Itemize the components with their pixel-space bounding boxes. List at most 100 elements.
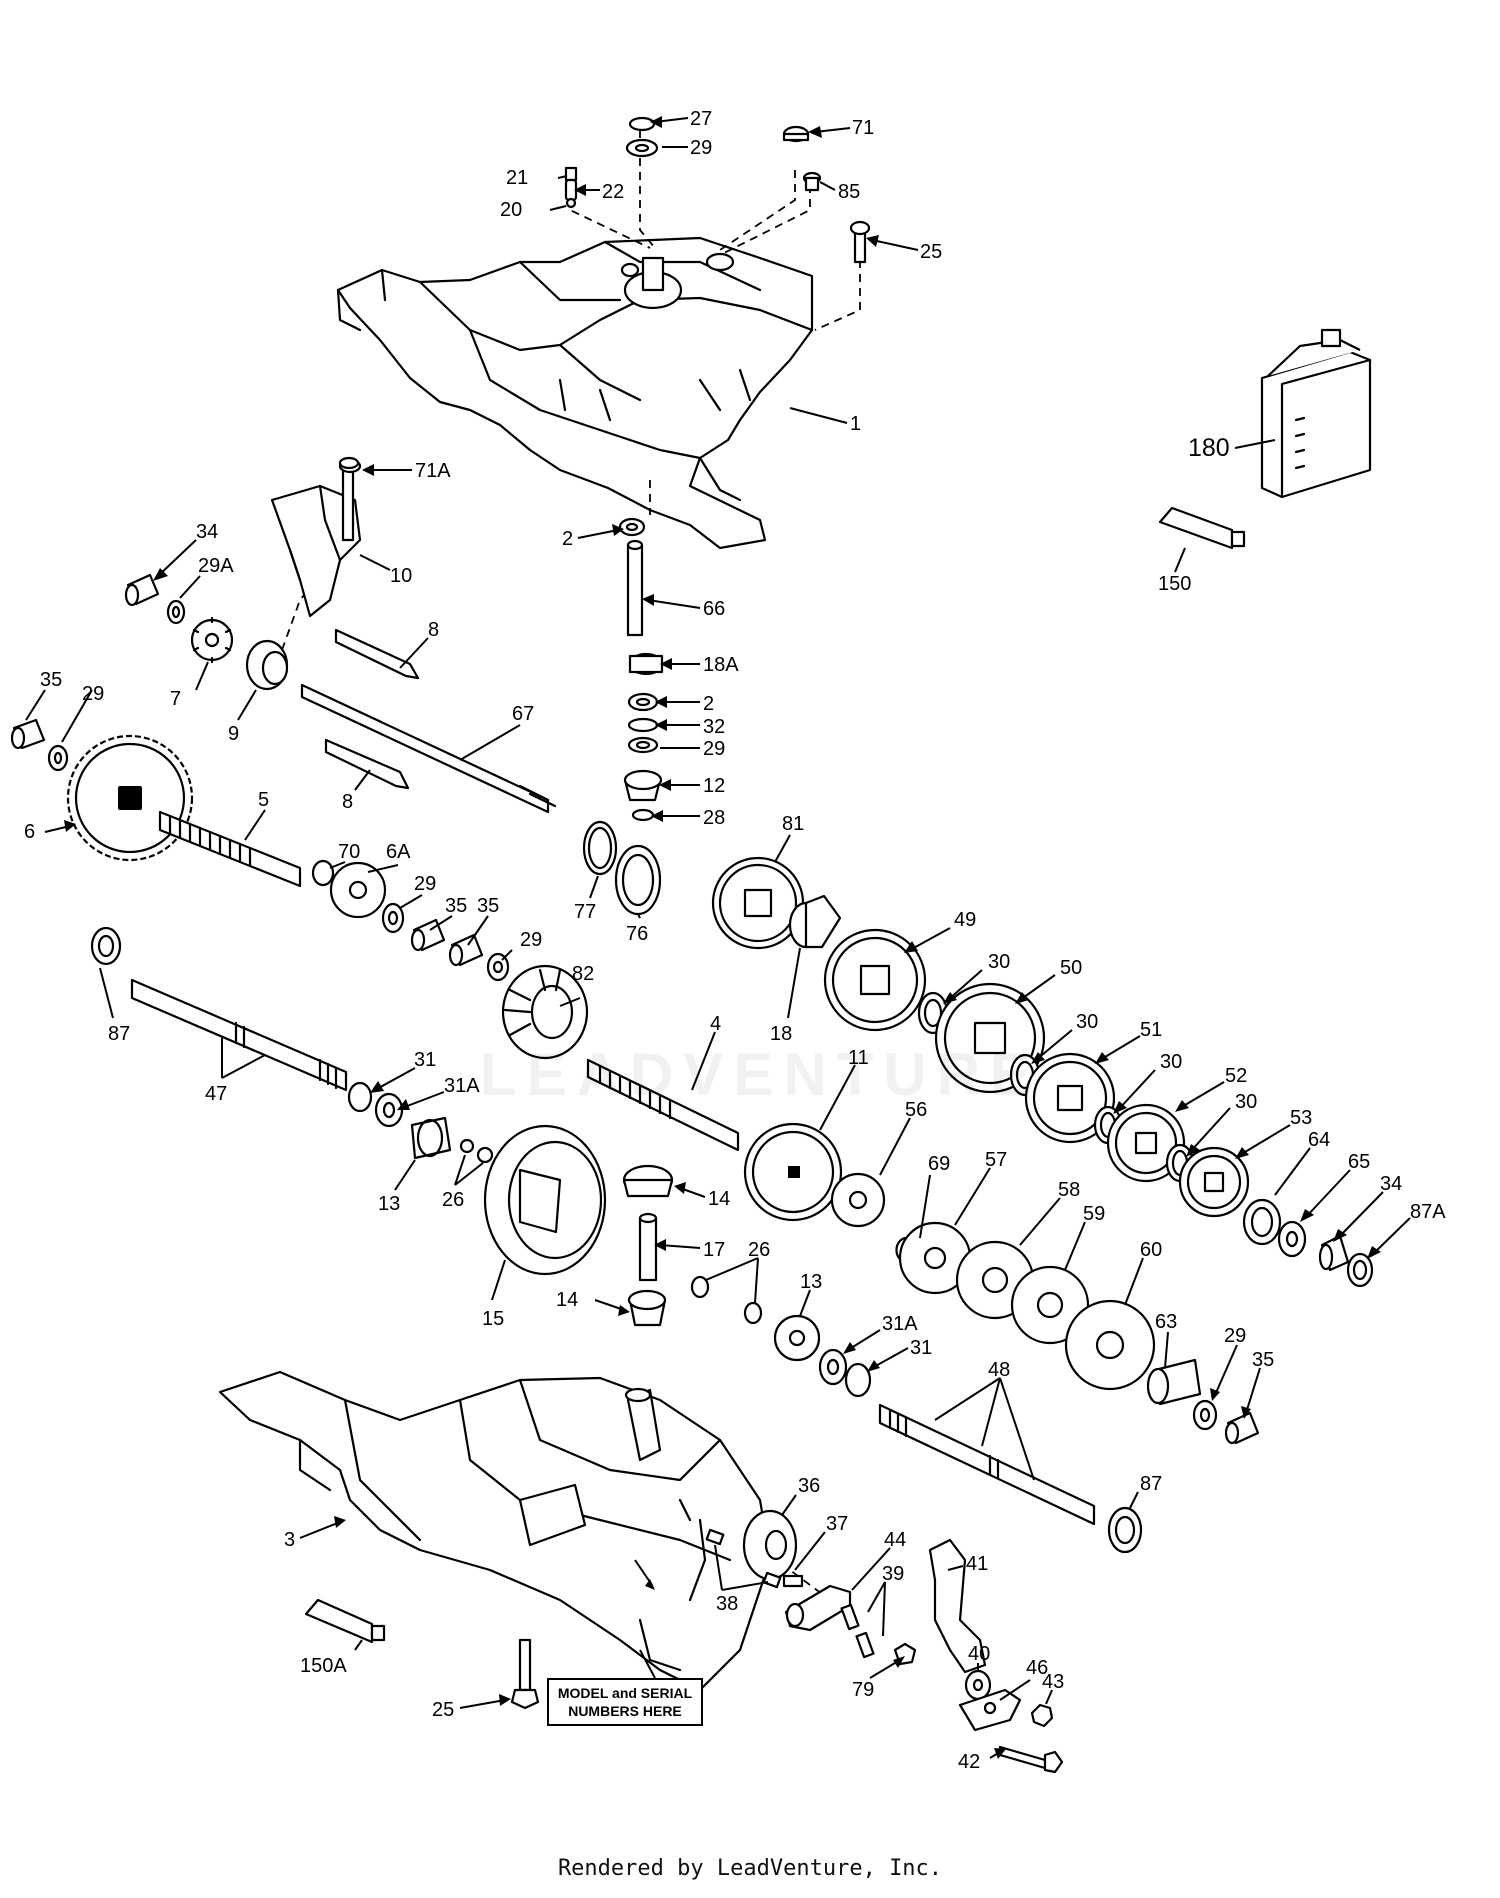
callout-9: 9 xyxy=(228,723,239,745)
callout-18: 18 xyxy=(770,1023,792,1045)
washer-65 xyxy=(1277,1220,1307,1258)
model-note-line1: MODEL and SERIAL xyxy=(557,1685,693,1701)
callout-49: 49 xyxy=(954,909,976,931)
callout-28: 28 xyxy=(703,807,725,829)
callout-2: 2 xyxy=(703,693,714,715)
callout-3: 3 xyxy=(284,1529,295,1551)
gear-11 xyxy=(743,1122,843,1222)
callout-30: 30 xyxy=(1235,1091,1257,1113)
callout-26: 26 xyxy=(748,1239,770,1261)
callout-87: 87 xyxy=(1140,1473,1162,1495)
callout-81: 81 xyxy=(782,813,804,835)
gear-6 xyxy=(66,734,194,862)
gear-6a xyxy=(329,861,387,919)
pinion-14-top xyxy=(622,1164,674,1198)
key-38 xyxy=(705,1528,782,1589)
callout-43: 43 xyxy=(1042,1671,1064,1693)
callout-35: 35 xyxy=(40,669,62,691)
washer-32 xyxy=(627,717,659,733)
bushing-34-right xyxy=(1318,1234,1350,1272)
callout-26: 26 xyxy=(442,1189,464,1211)
callout-52: 52 xyxy=(1225,1065,1247,1087)
callout-64: 64 xyxy=(1308,1129,1330,1151)
callout-82: 82 xyxy=(572,963,594,985)
bevel-gear-82 xyxy=(501,964,589,1060)
shift-collar-36 xyxy=(742,1509,798,1581)
callout-13: 13 xyxy=(800,1271,822,1293)
bushing-35-a xyxy=(410,918,446,952)
callout-12: 12 xyxy=(703,775,725,797)
callout-50: 50 xyxy=(1060,957,1082,979)
callout-17: 17 xyxy=(703,1239,725,1261)
model-note-line2: NUMBERS HERE xyxy=(568,1703,682,1719)
bevel-gear-13-mid xyxy=(773,1314,821,1362)
callout-29: 29 xyxy=(520,929,542,951)
oil-seal-87-bot xyxy=(1107,1506,1143,1554)
pin-26-left xyxy=(459,1138,494,1164)
callout-77: 77 xyxy=(574,901,596,923)
collar-9 xyxy=(245,639,289,691)
callout-31: 31 xyxy=(414,1049,436,1071)
callout-29: 29 xyxy=(414,873,436,895)
leadventure-watermark: LEADVENTURE xyxy=(480,1041,1041,1108)
gear-49 xyxy=(823,928,927,1032)
callout-76: 76 xyxy=(626,923,648,945)
callout-29: 29 xyxy=(703,738,725,760)
callout-56: 56 xyxy=(905,1099,927,1121)
washer-31-bot xyxy=(844,1362,872,1398)
callout-71: 71 xyxy=(852,117,874,139)
callout-39: 39 xyxy=(882,1563,904,1585)
washer-29a xyxy=(166,599,186,625)
washer-28 xyxy=(631,808,655,822)
callout-30: 30 xyxy=(1160,1051,1182,1073)
bolt-25-bot xyxy=(510,1638,540,1710)
bevel-pinion-12 xyxy=(623,769,663,802)
callout-51: 51 xyxy=(1140,1019,1162,1041)
callout-25: 25 xyxy=(432,1699,454,1721)
callout-46: 46 xyxy=(1026,1657,1048,1679)
sealant-tube-top xyxy=(1158,506,1246,550)
axle-47 xyxy=(130,978,348,1092)
callout-87a: 87A xyxy=(1410,1201,1446,1223)
shaft-5 xyxy=(158,810,302,888)
bearing-18 xyxy=(788,894,842,949)
bushing-35-right xyxy=(1224,1411,1260,1445)
callout-47: 47 xyxy=(205,1083,227,1105)
callout-35: 35 xyxy=(445,895,467,917)
callout-14: 14 xyxy=(708,1188,730,1210)
callout-44: 44 xyxy=(884,1529,906,1551)
washer-29-right xyxy=(1192,1399,1218,1431)
bushing-35-b xyxy=(448,933,484,967)
callout-70: 70 xyxy=(338,841,360,863)
bolt-42 xyxy=(998,1745,1064,1774)
pinion-14-bot xyxy=(627,1289,667,1327)
callout-87: 87 xyxy=(108,1023,130,1045)
callout-21: 21 xyxy=(506,167,528,189)
oil-seal-87-left xyxy=(90,926,122,966)
shaft-67 xyxy=(300,683,557,814)
callout-29a: 29A xyxy=(198,555,234,577)
callout-150a: 150A xyxy=(300,1655,347,1677)
callout-1: 1 xyxy=(850,413,861,435)
sealant-tube-bottom xyxy=(304,1598,386,1644)
callout-35: 35 xyxy=(1252,1349,1274,1371)
gear-56 xyxy=(830,1172,886,1228)
washer-31-top xyxy=(347,1081,373,1113)
bearing-18a xyxy=(628,652,664,676)
callout-2: 2 xyxy=(562,528,573,550)
ring-gear-15 xyxy=(483,1124,607,1276)
bearing-2-top xyxy=(618,517,646,537)
callout-34: 34 xyxy=(196,521,218,543)
seal-87a xyxy=(1346,1252,1374,1288)
callout-8: 8 xyxy=(342,791,353,813)
upper-housing-part xyxy=(336,236,814,550)
callout-48: 48 xyxy=(988,1359,1010,1381)
gear-51 xyxy=(1024,1052,1116,1144)
callout-59: 59 xyxy=(1083,1203,1105,1225)
callout-13: 13 xyxy=(378,1193,400,1215)
axle-48 xyxy=(878,1403,1096,1526)
callout-42: 42 xyxy=(958,1751,980,1773)
callout-10: 10 xyxy=(390,565,412,587)
washer-29-6a xyxy=(381,902,405,934)
